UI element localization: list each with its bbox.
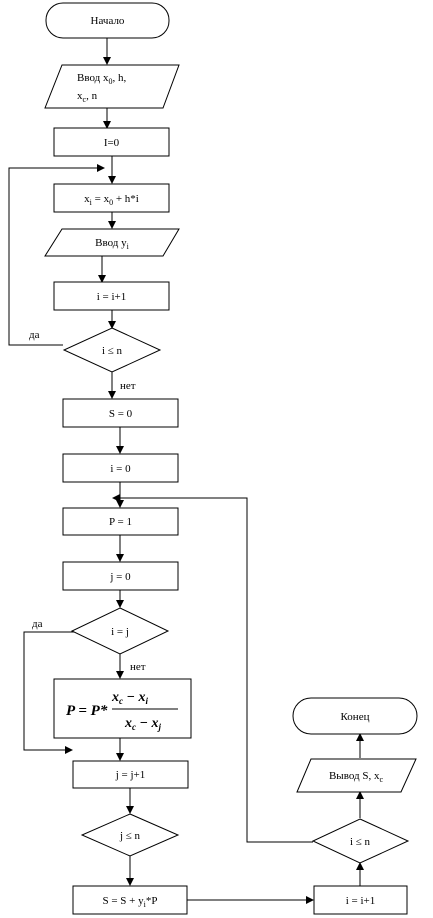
node-xi: xi = x0 + h*i	[53, 183, 170, 213]
cond-i-le-n-2-label: i ≤ n	[350, 836, 371, 848]
connectors	[8, 38, 364, 904]
init-i-label: i = 0	[110, 463, 131, 475]
node-sum-S: S = S + yi*P	[72, 885, 188, 915]
node-output: Вывод S, xc	[296, 758, 417, 793]
cond-j-le-n-label: j ≤ n	[119, 830, 141, 842]
edge-cond2-yes	[23, 631, 74, 754]
edge-cond1-yes-loop	[8, 164, 105, 346]
node-cond-i-le-n-2: i ≤ n	[311, 818, 410, 864]
inc-i-2-label: i = i+1	[346, 895, 376, 907]
formula-numerator: xc − xi	[111, 690, 148, 706]
edge-label-yes-1: да	[29, 329, 40, 341]
edge-label-no-2: нет	[130, 661, 146, 673]
end-label: Конец	[341, 711, 370, 723]
node-cond-i-le-n-1: i ≤ n	[62, 327, 162, 373]
node-inc-i-2: i = i+1	[313, 885, 408, 915]
sum-S-label: S = S + yi*P	[102, 895, 157, 909]
node-end: Конец	[292, 697, 418, 735]
node-inc-i-1: i = i+1	[53, 281, 170, 311]
node-inc-j: j = j+1	[72, 760, 189, 789]
input-line-1: Ввод x0, h,	[77, 72, 127, 86]
input-yi-label: Ввод yi	[95, 237, 130, 251]
input-line-2: xc, n	[77, 90, 98, 104]
output-label: Вывод S, xc	[329, 770, 384, 784]
node-init-I: I=0	[53, 127, 170, 157]
node-init-i: i = 0	[62, 453, 179, 483]
formula-left: P = P*	[66, 703, 108, 719]
edge-label-yes-2: да	[32, 618, 43, 630]
node-formula-P: P = P* xc − xi xc − xj	[53, 678, 192, 739]
node-input-x0-h-xc-n: Ввод x0, h, xc, n	[44, 64, 180, 109]
init-I-label: I=0	[104, 137, 120, 149]
init-P-label: P = 1	[109, 516, 132, 528]
node-init-j: j = 0	[62, 561, 179, 591]
cond-i-le-n-1-label: i ≤ n	[102, 345, 123, 357]
inc-j-label: j = j+1	[115, 769, 146, 781]
cond-i-eq-j-label: i = j	[111, 626, 129, 638]
node-cond-j-le-n: j ≤ n	[80, 813, 180, 857]
node-init-P: P = 1	[62, 507, 179, 536]
node-input-yi: Ввод yi	[44, 228, 180, 257]
node-cond-i-eq-j: i = j	[70, 607, 170, 655]
edge-label-no-1: нет	[120, 380, 136, 392]
init-j-label: j = 0	[109, 571, 131, 583]
edge-cond4-yes-loop	[112, 494, 313, 843]
init-S-label: S = 0	[109, 408, 133, 420]
xi-label: xi = x0 + h*i	[84, 193, 139, 207]
node-init-S: S = 0	[62, 398, 179, 428]
node-start: Начало	[45, 2, 170, 39]
formula-denominator: xc − xj	[124, 716, 161, 732]
inc-i-1-label: i = i+1	[97, 291, 127, 303]
start-label: Начало	[91, 15, 125, 27]
